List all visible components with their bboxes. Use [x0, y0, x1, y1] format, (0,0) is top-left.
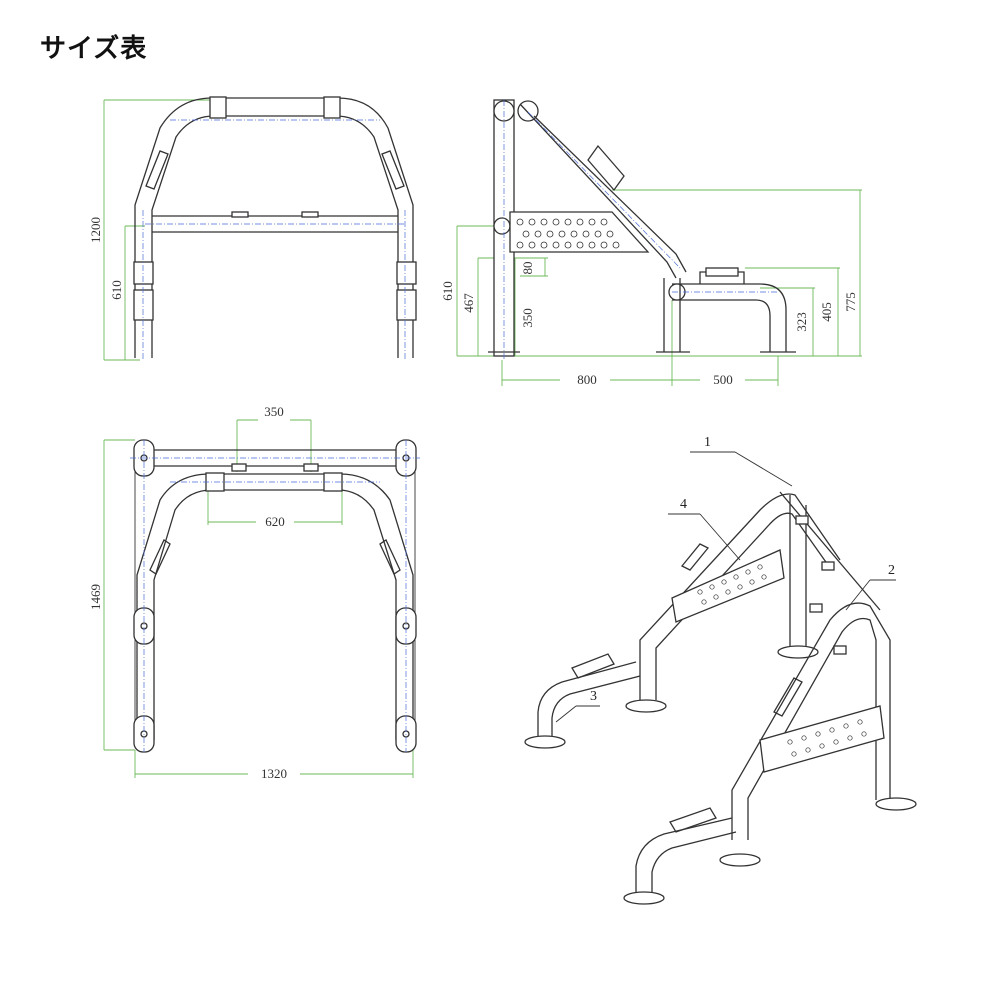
part-label-1: 1	[704, 435, 711, 450]
dim-front-610: 610	[109, 280, 124, 300]
dim-top-1469: 1469	[88, 584, 103, 610]
dim-top-350: 350	[264, 404, 284, 419]
dim-side-610: 610	[440, 281, 455, 301]
dim-side-323: 323	[794, 312, 809, 332]
dim-side-80: 80	[520, 262, 535, 275]
dim-side-467: 467	[461, 293, 476, 313]
dim-side-775: 775	[843, 292, 858, 312]
isometric-view: 1 2 3 4	[524, 435, 917, 905]
dim-top-1320: 1320	[261, 766, 287, 781]
part-label-2: 2	[888, 563, 895, 578]
part-label-3: 3	[590, 689, 597, 704]
page-title: サイズ表	[40, 34, 148, 64]
side-view: 610 467 80 350 323 405 775 800 500	[440, 99, 862, 387]
top-view: 350 620 1469 1320	[88, 404, 420, 781]
dim-side-405: 405	[819, 302, 834, 322]
dim-front-1200: 1200	[88, 217, 103, 243]
front-view: 1200 610	[88, 96, 417, 361]
dim-top-620: 620	[265, 514, 285, 529]
part-label-4: 4	[680, 497, 687, 512]
dim-side-800: 800	[577, 372, 597, 387]
dim-side-350: 350	[520, 308, 535, 328]
foot-plates	[133, 439, 417, 753]
plate-holes	[516, 218, 620, 249]
dim-side-500: 500	[713, 372, 733, 387]
